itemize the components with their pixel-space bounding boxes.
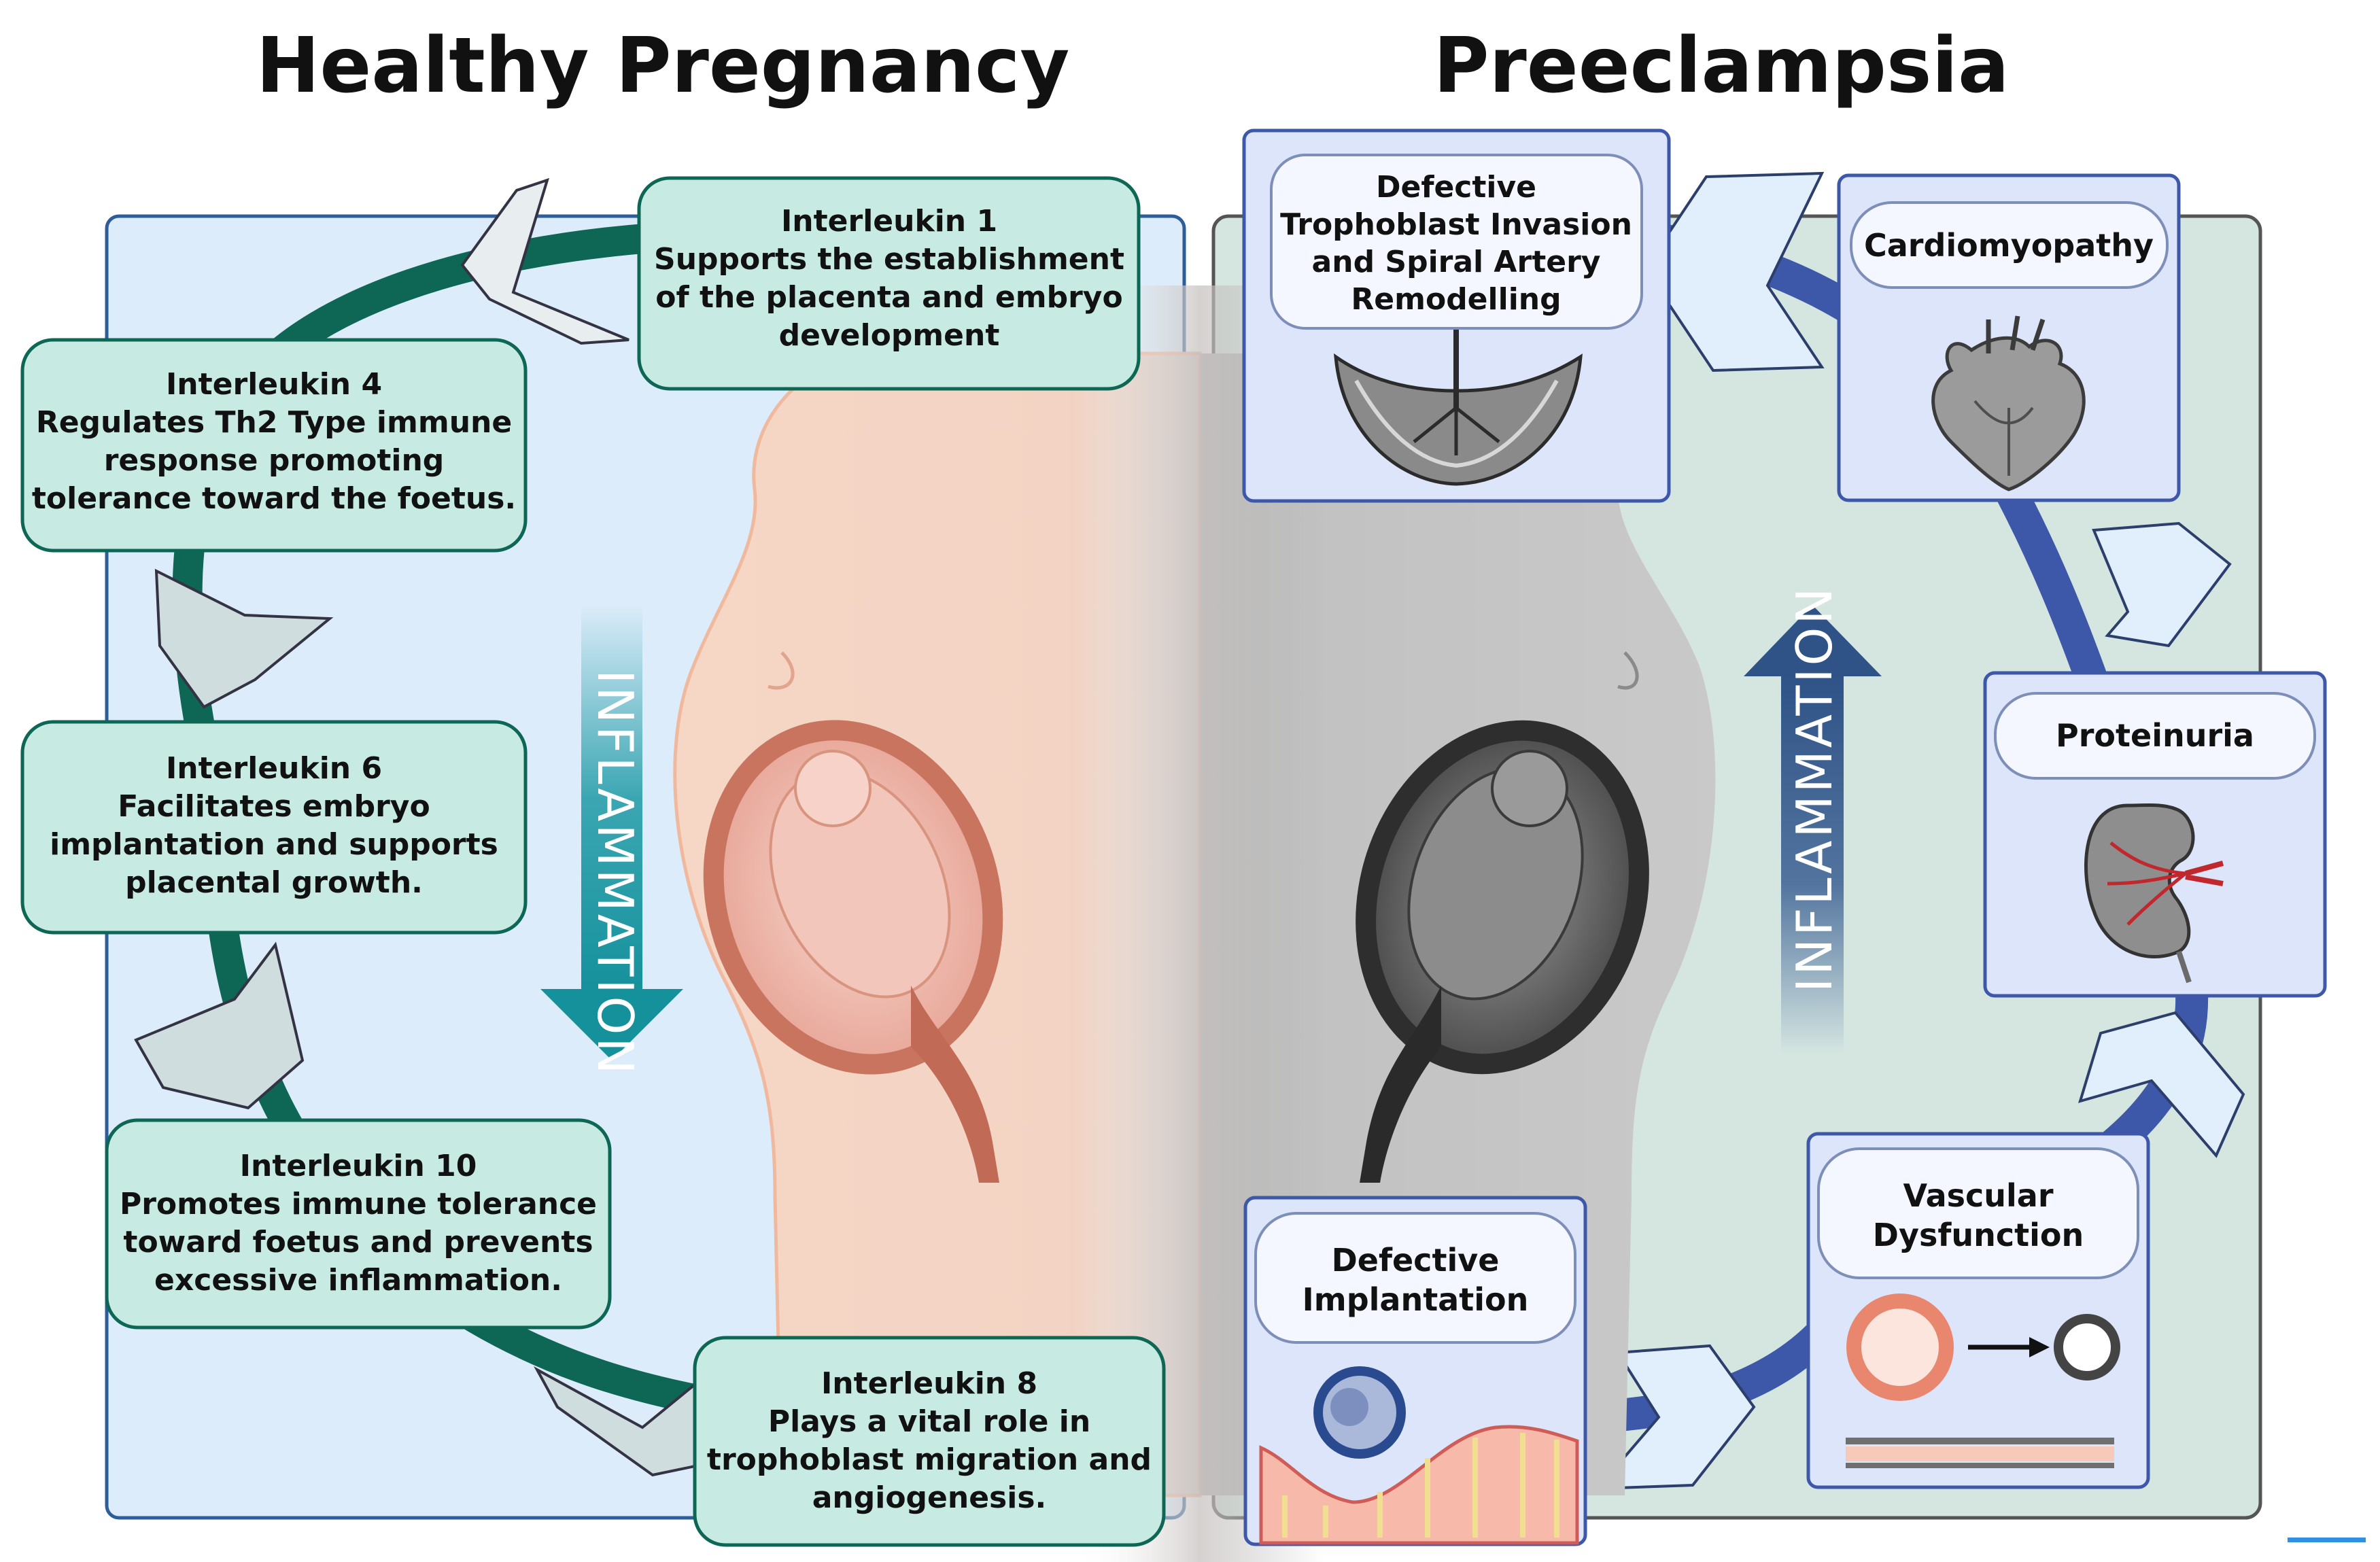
pre-chevron-3: [2078, 1011, 2245, 1158]
svg-text:Proteinuria: Proteinuria: [2056, 717, 2254, 754]
preeclampsia-inflammation-arrow: [1744, 605, 1882, 1054]
kidney-icon: [2084, 803, 2224, 984]
healthy-chevron-2: [154, 568, 334, 709]
healthy-title: Healthy Pregnancy: [256, 22, 1070, 110]
pre-chevron-2: [2092, 521, 2232, 648]
proteinuria-card: Proteinuria: [1983, 671, 2327, 998]
healthy-inflammation-arrow: [540, 605, 683, 1060]
corner-accent: [2288, 1538, 2366, 1542]
svg-text:Cardiomyopathy: Cardiomyopathy: [1864, 227, 2154, 264]
vessel-narrowing-icon: [1846, 1294, 2120, 1468]
endometrium-blastocyst-icon: [1259, 1366, 1579, 1545]
placenta-spiral-artery-icon: [1334, 330, 1583, 486]
cardiomyopathy-card: Cardiomyopathy: [1837, 173, 2181, 502]
healthy-inflammation-label: INFLAMMATION: [587, 670, 644, 1077]
healthy-pregnant-body-illustration: [673, 351, 1202, 1497]
heart-icon: [1931, 315, 2086, 491]
healthy-chevron-1: [460, 177, 630, 345]
preeclampsia-title: Preeclampsia: [1433, 22, 2009, 110]
healthy-chevron-3: [134, 941, 305, 1110]
pre-chevron-4: [1594, 1344, 1756, 1491]
preeclampsia-inflammation-label: INFLAMMATION: [1786, 585, 1843, 992]
